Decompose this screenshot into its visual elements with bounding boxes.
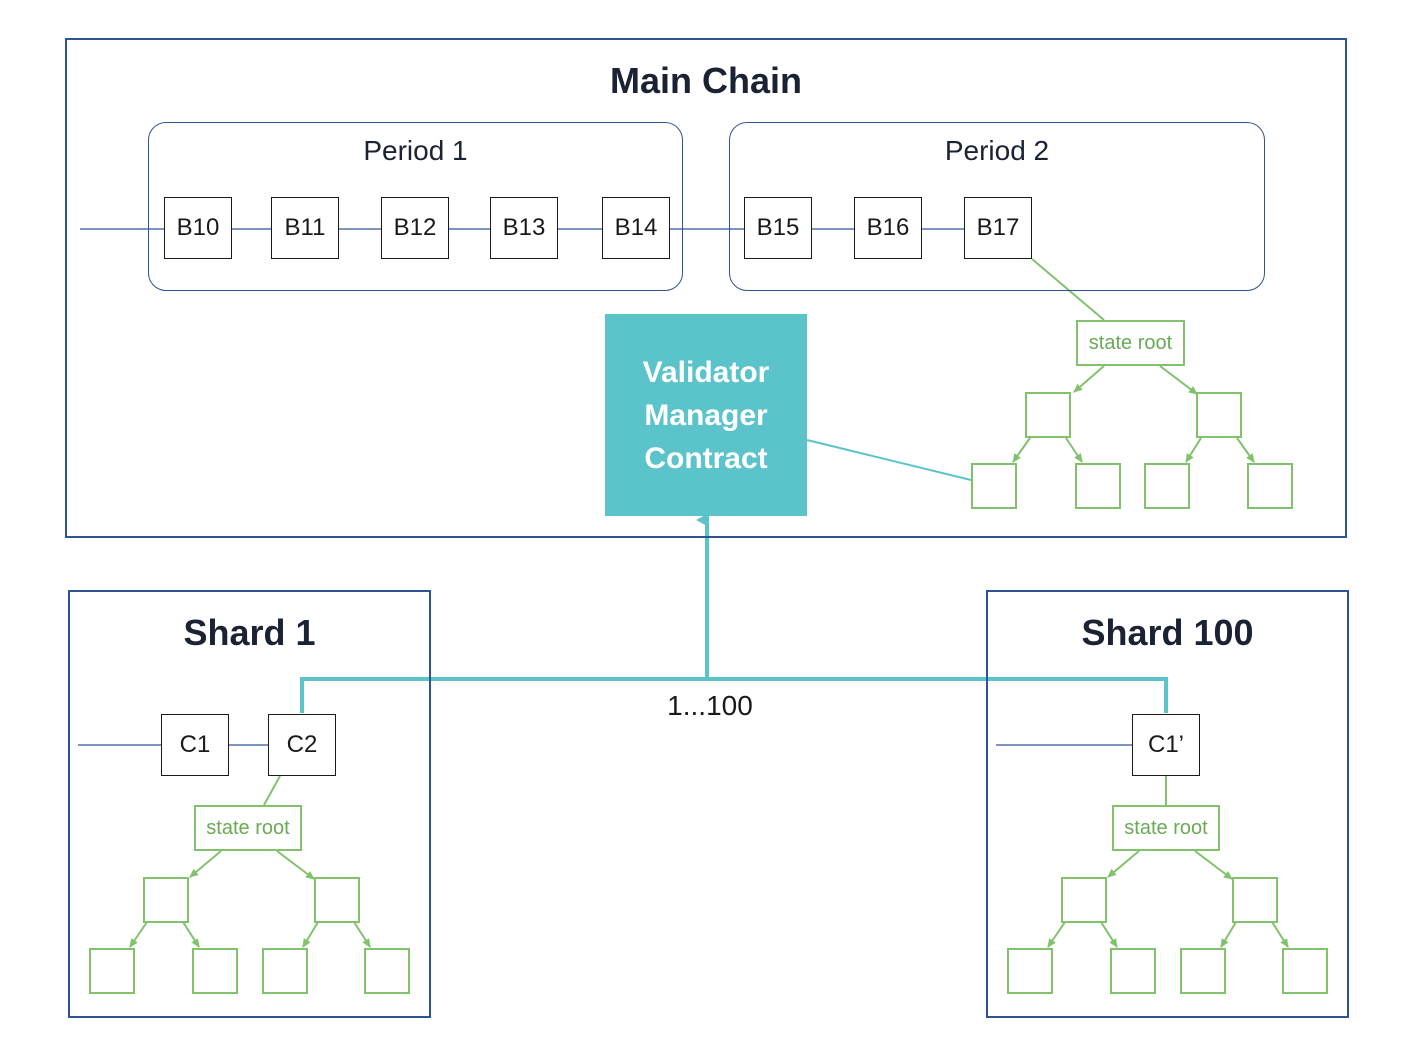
shard-100-state-root: state root xyxy=(1112,805,1220,851)
main-tree-leaf-4 xyxy=(1247,463,1293,509)
block-b15: B15 xyxy=(744,197,812,259)
main-tree-leaf-1 xyxy=(971,463,1017,509)
shard-1-tree-leaf-1 xyxy=(89,948,135,994)
main-chain-title: Main Chain xyxy=(609,60,802,101)
vmc-line-2: Manager xyxy=(644,398,768,432)
shard-100-tree-node-right xyxy=(1232,877,1278,923)
main-tree-leaf-2 xyxy=(1075,463,1121,509)
shard-1-panel: Shard 1 xyxy=(68,590,431,1018)
vmc-line-3: Contract xyxy=(644,441,768,475)
block-b13: B13 xyxy=(490,197,558,259)
shard-100-panel: Shard 100 xyxy=(986,590,1349,1018)
main-tree-node-left xyxy=(1025,392,1071,438)
main-chain-panel: Main Chain xyxy=(65,38,1347,538)
shard-range-label: 1...100 xyxy=(667,690,753,721)
shard-1-title: Shard 1 xyxy=(183,612,316,653)
main-state-root: state root xyxy=(1076,320,1185,366)
period-1: Period 1 xyxy=(148,122,683,291)
period-2-label: Period 2 xyxy=(944,135,1050,166)
vmc-line-1: Validator xyxy=(642,355,770,389)
shard-100-tree-leaf-1 xyxy=(1007,948,1053,994)
period-2: Period 2 xyxy=(729,122,1265,291)
shard-100-tree-leaf-4 xyxy=(1282,948,1328,994)
shard-100-tree-leaf-3 xyxy=(1180,948,1226,994)
shard-1-tree-node-left xyxy=(143,877,189,923)
period-1-label: Period 1 xyxy=(363,135,468,166)
shard-1-tree-leaf-3 xyxy=(262,948,308,994)
main-tree-leaf-3 xyxy=(1144,463,1190,509)
main-tree-node-right xyxy=(1196,392,1242,438)
block-c1: C1 xyxy=(161,714,229,776)
shard-100-title: Shard 100 xyxy=(1081,612,1254,653)
shard-1-tree-leaf-2 xyxy=(192,948,238,994)
shard-100-tree-leaf-2 xyxy=(1110,948,1156,994)
block-b17: B17 xyxy=(964,197,1032,259)
block-b11: B11 xyxy=(271,197,339,259)
block-c1-prime: C1’ xyxy=(1132,714,1200,776)
block-b12: B12 xyxy=(381,197,449,259)
block-b10: B10 xyxy=(164,197,232,259)
block-b14: B14 xyxy=(602,197,670,259)
shard-100-tree-node-left xyxy=(1061,877,1107,923)
block-c2: C2 xyxy=(268,714,336,776)
validator-manager-contract: Validator Manager Contract xyxy=(605,314,807,516)
shard-1-state-root: state root xyxy=(194,805,302,851)
shard-1-tree-node-right xyxy=(314,877,360,923)
shard-1-tree-leaf-4 xyxy=(364,948,410,994)
block-b16: B16 xyxy=(854,197,922,259)
